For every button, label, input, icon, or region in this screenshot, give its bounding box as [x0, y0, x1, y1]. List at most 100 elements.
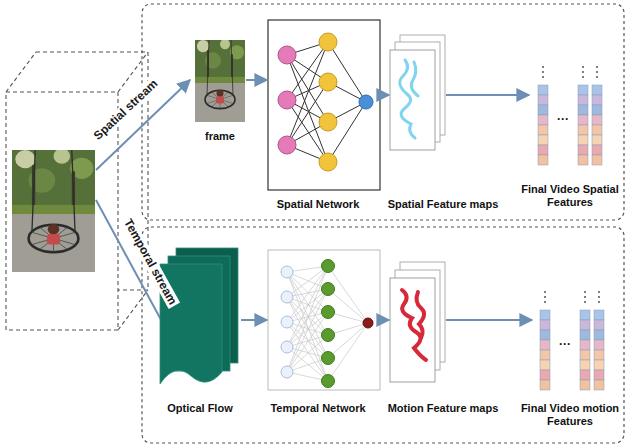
vector-cell [540, 380, 550, 390]
vector-dots [582, 76, 584, 78]
vector-cell [580, 320, 590, 330]
neuron [322, 283, 335, 296]
network-link [287, 347, 328, 381]
neuron [281, 366, 293, 378]
vector-cell [540, 350, 550, 360]
feature-map-stack [390, 262, 445, 382]
neuron [322, 306, 335, 319]
input-video [6, 52, 148, 330]
node-label: Optical Flow [150, 402, 250, 415]
vector-cell [538, 145, 548, 155]
feature-vectors [540, 291, 604, 390]
neuron [319, 113, 337, 131]
neuron [363, 318, 373, 328]
vector-dots [582, 71, 584, 73]
vector-cell [540, 310, 550, 320]
feature-vector [578, 66, 588, 165]
optical-flow: Optical Flow [160, 248, 240, 393]
vector-cell [578, 135, 588, 145]
vector-cell [578, 125, 588, 135]
vector-cell [538, 95, 548, 105]
frame-image [195, 39, 245, 122]
vector-cell [594, 380, 604, 390]
vector-cell [592, 145, 602, 155]
vector-dots [584, 291, 586, 293]
vector-cell [578, 95, 588, 105]
neuron [359, 95, 373, 109]
vector-cell [540, 370, 550, 380]
network-link [287, 100, 328, 162]
stream-panel [142, 4, 624, 220]
vector-cell [538, 115, 548, 125]
feature-vectors [538, 66, 602, 165]
network-link [287, 322, 328, 358]
vector-cell [538, 85, 548, 95]
neuron [322, 260, 335, 273]
network-link [328, 42, 366, 102]
vector-cell [592, 155, 602, 165]
neural-network [278, 33, 373, 171]
vector-dots [542, 66, 544, 68]
node-label: Spatial Feature maps [378, 198, 508, 211]
node-label: frame [180, 130, 260, 143]
neuron [319, 33, 337, 51]
vector-cell [594, 330, 604, 340]
neuron [319, 73, 337, 91]
vector-cell [538, 105, 548, 115]
network-link [328, 323, 368, 358]
neuron [319, 153, 337, 171]
neuron [278, 136, 296, 154]
node-label: Motion Feature maps [378, 402, 508, 415]
feature-maps: Motion Feature maps [390, 262, 445, 382]
flow-arrow [381, 94, 389, 96]
spatial-network: Spatial Network [268, 20, 380, 190]
vector-cell [578, 155, 588, 165]
vector-cell [580, 370, 590, 380]
vector-cell [580, 310, 590, 320]
network-box [268, 20, 380, 190]
vector-cell [594, 340, 604, 350]
vector-cell [594, 310, 604, 320]
vector-cell [580, 360, 590, 370]
neuron [281, 341, 293, 353]
network-link [328, 102, 366, 162]
vector-cell [592, 95, 602, 105]
vector-cell [538, 125, 548, 135]
flow-arrow [246, 79, 267, 81]
neuron [281, 316, 293, 328]
vector-dots [598, 296, 600, 298]
vector-cell [592, 135, 602, 145]
vector-cell [594, 370, 604, 380]
feature-vector [592, 66, 602, 165]
vector-cell [594, 320, 604, 330]
vector-dots [598, 301, 600, 303]
vector-cell [592, 125, 602, 135]
temporal-network: Temporal Network [268, 250, 380, 390]
vector-cell [580, 330, 590, 340]
stream-label: Temporal stream [120, 215, 180, 309]
vector-cell [594, 360, 604, 370]
vector-cell [540, 320, 550, 330]
node-label: Final Video Spatial Features [520, 183, 620, 209]
vector-cell [540, 360, 550, 370]
vector-cell [578, 115, 588, 125]
network-link [287, 82, 328, 145]
vector-dots [584, 301, 586, 303]
feature-vector [594, 291, 604, 390]
vector-dots [544, 296, 546, 298]
ellipsis: ··· [559, 338, 571, 351]
ellipsis: ··· [557, 113, 569, 126]
vector-cell [578, 145, 588, 155]
vector-cell [540, 340, 550, 350]
vector-dots [544, 301, 546, 303]
vector-dots [596, 66, 598, 68]
vector-dots [584, 296, 586, 298]
network-link [328, 289, 368, 323]
vector-dots [582, 66, 584, 68]
neuron [322, 375, 335, 388]
vector-cell [538, 155, 548, 165]
vector-cell [540, 330, 550, 340]
feature-maps: Spatial Feature maps [390, 35, 445, 150]
